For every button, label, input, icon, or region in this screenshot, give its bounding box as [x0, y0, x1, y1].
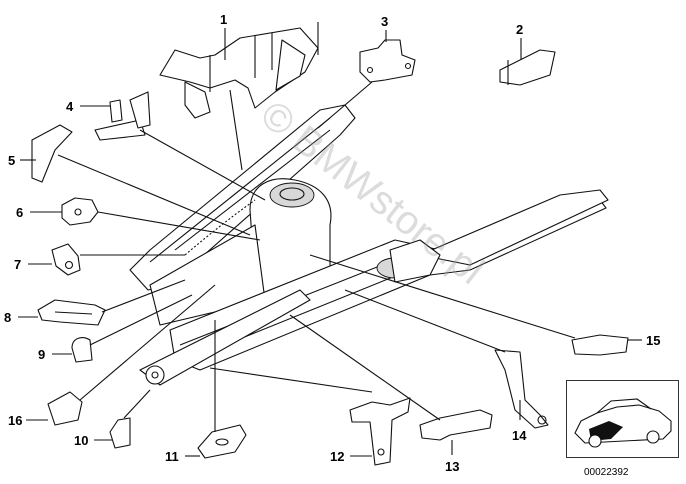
callout-1: 1: [220, 12, 227, 27]
part-6-bracket: [61, 197, 99, 226]
callout-6: 6: [16, 205, 23, 220]
callout-labels: 1 2 3 4 5 6 7 8 9 16 10 11 12 13 14 15: [4, 12, 660, 474]
part-1-bracket: [159, 22, 319, 119]
part-5-bracket: [31, 124, 73, 183]
callout-10: 10: [74, 433, 88, 448]
leader-lines: [18, 28, 642, 457]
callout-8: 8: [4, 310, 11, 325]
callout-9: 9: [38, 347, 45, 362]
part-3-plate: [359, 39, 416, 83]
front-frame-assembly: [129, 104, 609, 386]
part-10-bracket: [109, 417, 131, 449]
callout-11: 11: [165, 449, 179, 464]
callout-2: 2: [516, 22, 523, 37]
callout-7: 7: [14, 257, 21, 272]
part-7-clip: [51, 243, 81, 276]
part-8-bracket: [37, 299, 106, 326]
callout-13: 13: [445, 459, 459, 474]
part-13-bracket: [419, 409, 493, 441]
inset-car-locator: [566, 380, 679, 458]
callout-15: 15: [646, 333, 660, 348]
callout-16: 16: [8, 413, 22, 428]
part-15-bracket: [571, 334, 629, 356]
part-14-bracket: [494, 349, 549, 429]
callout-5: 5: [8, 153, 15, 168]
part-16-bracket: [47, 391, 83, 426]
part-9-clip: [71, 337, 93, 363]
part-2-bracket: [499, 49, 556, 86]
callout-3: 3: [381, 14, 388, 29]
part-11-plate: [197, 424, 247, 459]
car-silhouette-icon: [574, 398, 672, 448]
callout-4: 4: [66, 99, 74, 114]
part-12-bracket: [349, 397, 411, 466]
callout-12: 12: [330, 449, 344, 464]
part-4-bracket: [94, 91, 151, 141]
callout-14: 14: [512, 428, 527, 443]
